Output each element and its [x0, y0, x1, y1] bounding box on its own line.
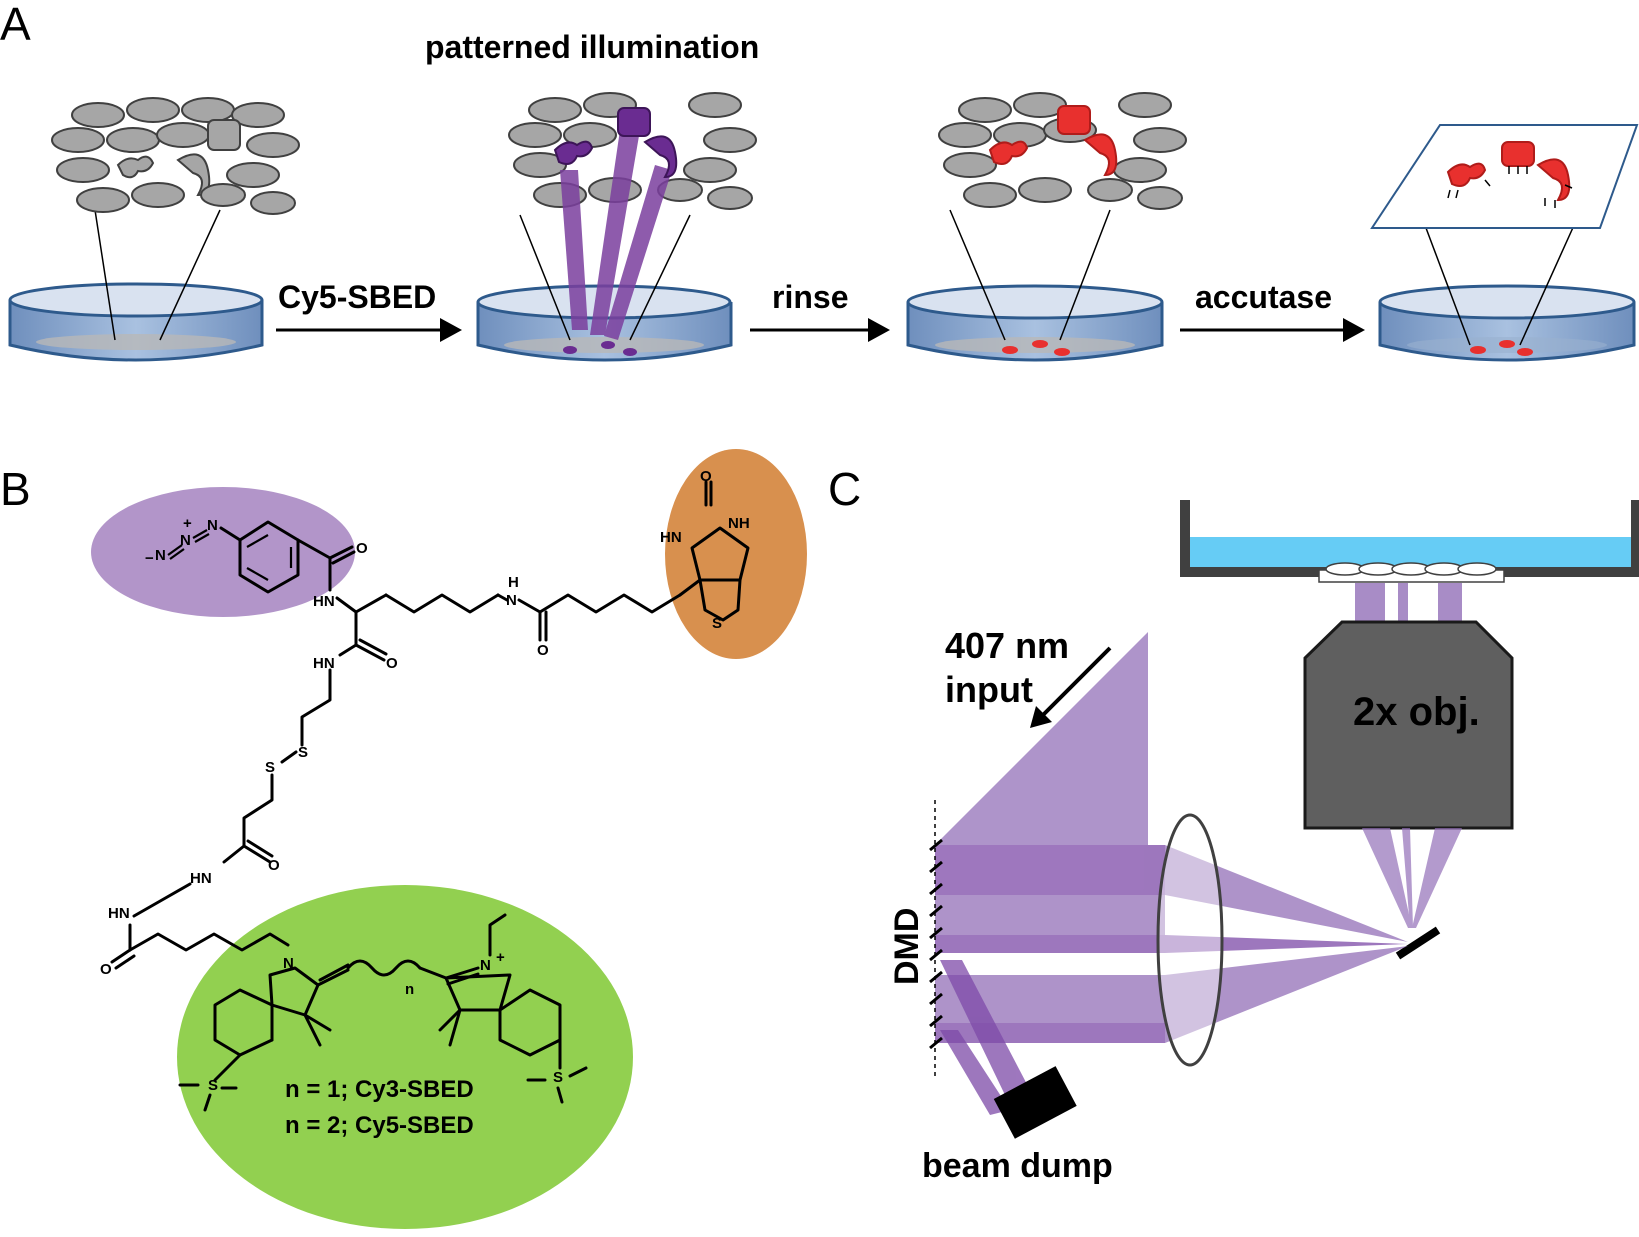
step-label-rinse: rinse — [772, 279, 848, 315]
cyanine-dye-highlight — [177, 885, 633, 1229]
svg-text:O: O — [100, 961, 112, 978]
input-direction-arrow — [1030, 646, 1112, 728]
svg-text:O: O — [537, 642, 549, 659]
panel-a-letter: A — [0, 0, 31, 50]
svg-text:S: S — [265, 759, 275, 776]
svg-text:HN: HN — [190, 870, 212, 887]
dmd-mirror-array — [929, 800, 943, 1080]
svg-text:N: N — [283, 955, 294, 972]
svg-text:S: S — [298, 744, 308, 761]
arrow-3 — [1180, 318, 1365, 342]
svg-text:N: N — [207, 517, 218, 534]
cy3-annotation: n = 1; Cy3-SBED — [285, 1076, 474, 1103]
objective-label: 2x obj. — [1353, 690, 1480, 734]
dmd-to-dump-beams — [940, 960, 1030, 1115]
cyanine-structure: N n N + S S — [178, 913, 588, 1112]
svg-text:N: N — [480, 957, 491, 974]
suspended-cells-plane — [1370, 124, 1639, 229]
svg-text:O: O — [700, 468, 712, 485]
svg-text:S: S — [208, 1077, 218, 1094]
folding-mirror — [1395, 926, 1441, 960]
step-label-cy5-sbed: Cy5-SBED — [278, 279, 436, 315]
svg-text:O: O — [386, 655, 398, 672]
svg-text:O: O — [356, 540, 368, 557]
petri-dish-4 — [1378, 211, 1636, 362]
beam-dump-block — [993, 1066, 1077, 1139]
svg-text:H: H — [508, 574, 519, 591]
objective-beams-top — [1355, 583, 1462, 623]
svg-text:N: N — [180, 532, 191, 549]
arrow-2 — [750, 318, 890, 342]
svg-text:+: + — [496, 949, 505, 966]
illumination-beams — [560, 130, 672, 340]
cell-cluster-2 — [508, 92, 757, 210]
svg-text:HN: HN — [313, 655, 335, 672]
input-label: input — [945, 669, 1033, 710]
svg-text:S: S — [712, 615, 722, 632]
objective-lens-2x — [1303, 620, 1514, 830]
svg-text:HN: HN — [313, 593, 335, 610]
panel-c-letter: C — [828, 463, 861, 515]
svg-text:n: n — [405, 981, 414, 998]
svg-text:−: − — [145, 550, 154, 567]
cell-cluster-1 — [51, 97, 300, 215]
panel-b-letter: B — [0, 463, 31, 515]
svg-text:HN: HN — [108, 905, 130, 922]
illuminated-cells — [553, 107, 678, 179]
labeled-cells-red — [988, 105, 1118, 177]
lysine-backbone-structure: H N O O HN — [313, 574, 682, 672]
dmd-label: DMD — [888, 908, 926, 985]
petri-dish-1 — [8, 209, 264, 362]
biotin-structure: S O HN NH — [660, 468, 750, 632]
petri-dish-3 — [906, 209, 1164, 362]
cell-cluster-3 — [938, 92, 1187, 210]
cy5-annotation: n = 2; Cy5-SBED — [285, 1112, 474, 1139]
svg-text:N: N — [506, 592, 517, 609]
azidophenyl-structure: − N N + N O HN — [145, 515, 368, 610]
objective-beams-bottom — [1362, 828, 1462, 928]
input-wavelength-label: 407 nm — [945, 625, 1069, 666]
culture-dish-cross-section — [1180, 500, 1639, 583]
beam-dump-label: beam dump — [922, 1147, 1113, 1185]
azide-group-highlight — [91, 487, 355, 617]
svg-text:HN: HN — [660, 529, 682, 546]
svg-text:S: S — [553, 1069, 563, 1086]
focusing-lens — [1156, 813, 1224, 1067]
svg-text:NH: NH — [728, 515, 750, 532]
svg-text:+: + — [183, 515, 192, 532]
svg-text:O: O — [268, 857, 280, 874]
biotin-group-highlight — [665, 449, 807, 659]
arrow-1 — [276, 318, 462, 342]
patterned-illumination-label: patterned illumination — [425, 29, 759, 65]
input-beam — [935, 632, 1148, 845]
svg-text:N: N — [155, 547, 166, 564]
step-label-accutase: accutase — [1195, 279, 1332, 315]
disulfide-linker-structure: S S O HN HN O — [100, 668, 332, 978]
